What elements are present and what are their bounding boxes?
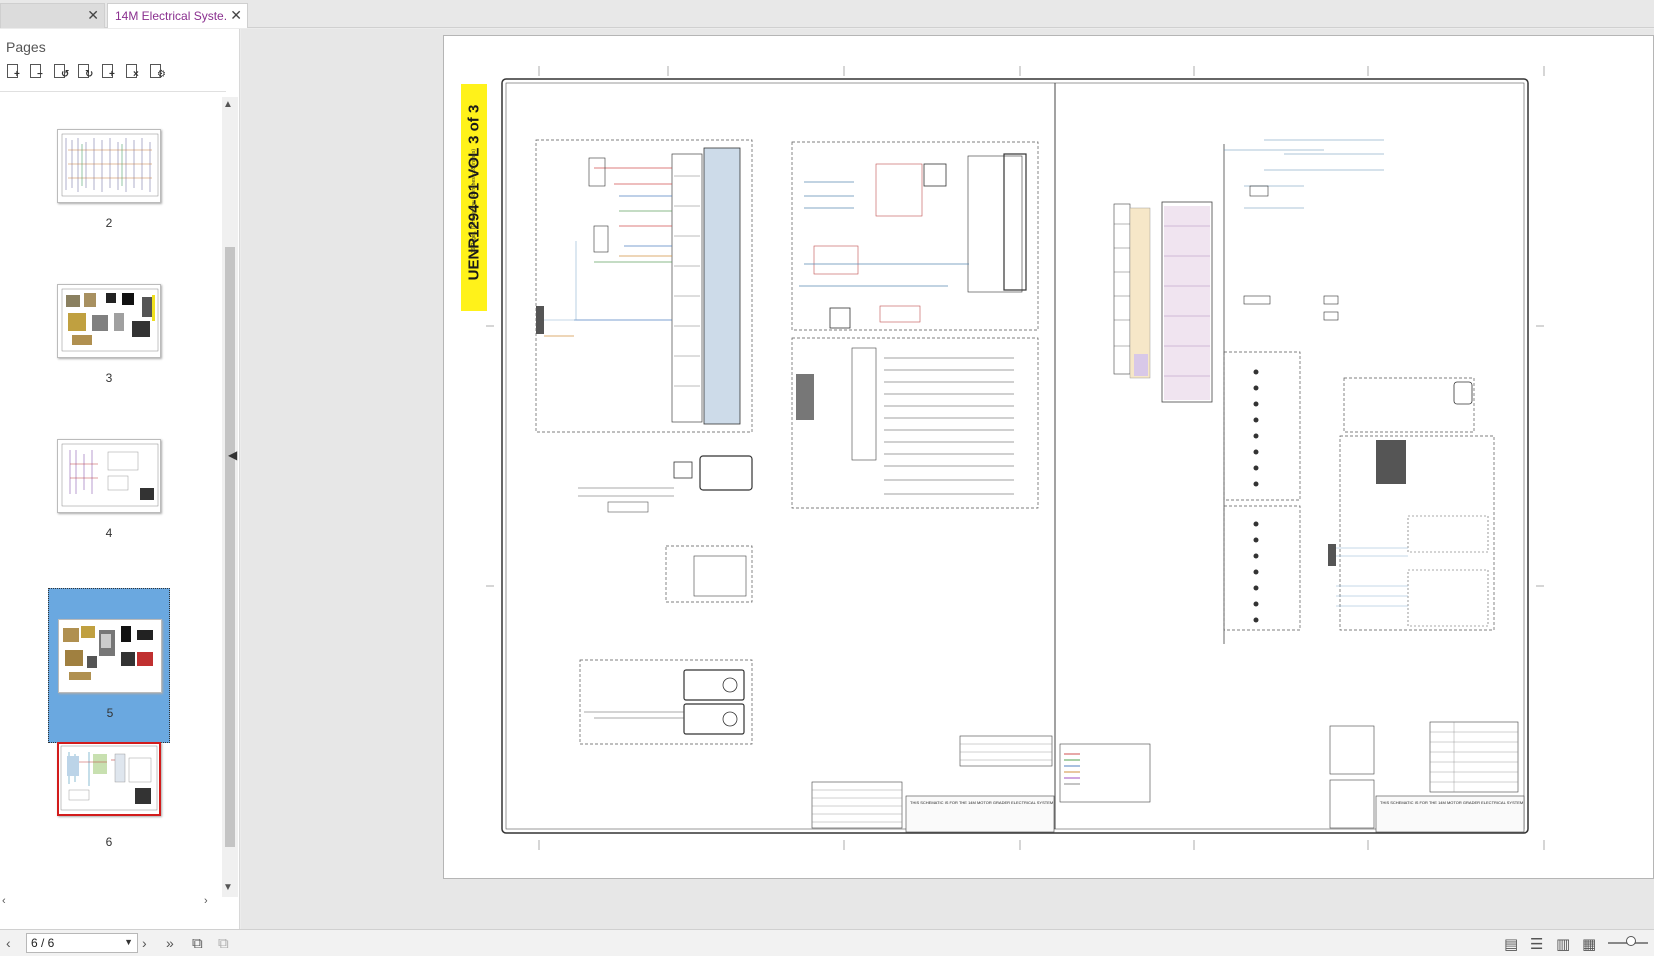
thumbnail-image [57,129,161,203]
horizontal-scrollbar[interactable]: ‹ › [0,895,226,910]
facing-view-icon[interactable]: ▥ [1556,936,1571,953]
tab-bar: ✕ 14M Electrical Syste... ✕ [0,0,1654,28]
page-properties-icon[interactable]: ⚙ [147,62,167,82]
banner-subtitle: 36 Pages, (Dimensions: 48 inches x 35 in… [471,148,477,254]
previous-page-icon[interactable]: ‹ [6,935,11,951]
zoom-out-page-icon[interactable]: − [27,62,47,82]
copy-page-icon[interactable]: ⧉ [218,935,229,952]
panel-title: Pages [6,39,46,55]
zoom-slider-handle[interactable] [1626,936,1636,946]
page-thumbnail[interactable]: 3 [48,284,170,439]
thumbnail-image [58,619,162,693]
tab-label: 14M Electrical Syste... [115,9,227,23]
pages-panel: Pages + − ↺ ↻ + × ⚙ [0,29,240,929]
scroll-up-icon[interactable]: ▲ [223,99,233,110]
page-thumbnail[interactable]: 2 [48,129,170,284]
thumbnail-scrollbar[interactable]: ▲ ▼ [222,97,238,897]
thumbnail-label: 4 [105,526,113,540]
tab-previous-document[interactable]: ✕ [0,3,105,28]
tab-active-document[interactable]: 14M Electrical Syste... ✕ [107,3,248,28]
chevron-down-icon[interactable]: ▼ [124,937,133,947]
thumbnail-label: 3 [105,371,113,385]
document-banner: UENR1294-01 VOL 3 of 3 36 Pages, (Dimens… [461,84,487,311]
title-block-left: THIS SCHEMATIC IS FOR THE 14M MOTOR GRAD… [910,800,1053,805]
thumbnail-label: 6 [105,835,113,849]
insert-page-icon[interactable]: + [99,62,119,82]
thumbnail-label: 5 [106,706,114,720]
delete-page-icon[interactable]: × [123,62,143,82]
scroll-down-icon[interactable]: ▼ [223,882,233,893]
collapse-panel-icon[interactable]: ◀ [228,448,238,462]
status-bar: ‹ 6 / 6 ▼ › » ⧉ ⧉ ▤ ☰ ▥ ▦ [0,929,1654,956]
page-number-field[interactable]: 6 / 6 ▼ [26,933,138,953]
thumbnail-label: 2 [105,216,113,230]
last-page-icon[interactable]: » [166,935,174,951]
scroll-right-icon[interactable]: › [204,895,208,907]
page-thumbnail-selected[interactable]: 5 [48,588,170,743]
document-view[interactable]: THIS SCHEMATIC IS FOR THE 14M MOTOR GRAD… [241,29,1654,929]
pdf-page: THIS SCHEMATIC IS FOR THE 14M MOTOR GRAD… [443,35,1654,879]
zoom-in-page-icon[interactable]: + [4,62,24,82]
page-thumbnail[interactable]: 4 [48,439,170,594]
fit-page-icon[interactable]: ⧉ [192,935,203,952]
page-number-value: 6 / 6 [31,936,55,950]
next-page-icon[interactable]: › [142,935,147,951]
page-thumbnail-current[interactable]: 6 [48,742,170,897]
close-icon[interactable]: ✕ [230,7,242,23]
thumbnail-image [57,742,161,816]
divider [0,91,226,92]
thumbnail-list: 2 3 [0,99,226,899]
thumbnail-image [57,284,161,358]
close-icon[interactable]: ✕ [87,7,99,23]
scrollbar-thumb[interactable] [225,247,235,847]
cover-view-icon[interactable]: ▦ [1582,936,1597,953]
continuous-view-icon[interactable]: ☰ [1530,936,1544,953]
schematic-drawing: THIS SCHEMATIC IS FOR THE 14M MOTOR GRAD… [486,66,1545,850]
single-page-view-icon[interactable]: ▤ [1504,936,1519,953]
title-block-right: THIS SCHEMATIC IS FOR THE 14M MOTOR GRAD… [1380,800,1523,805]
rotate-right-icon[interactable]: ↻ [75,62,95,82]
scroll-left-icon[interactable]: ‹ [2,895,6,907]
thumbnail-image [57,439,161,513]
rotate-left-icon[interactable]: ↺ [51,62,71,82]
